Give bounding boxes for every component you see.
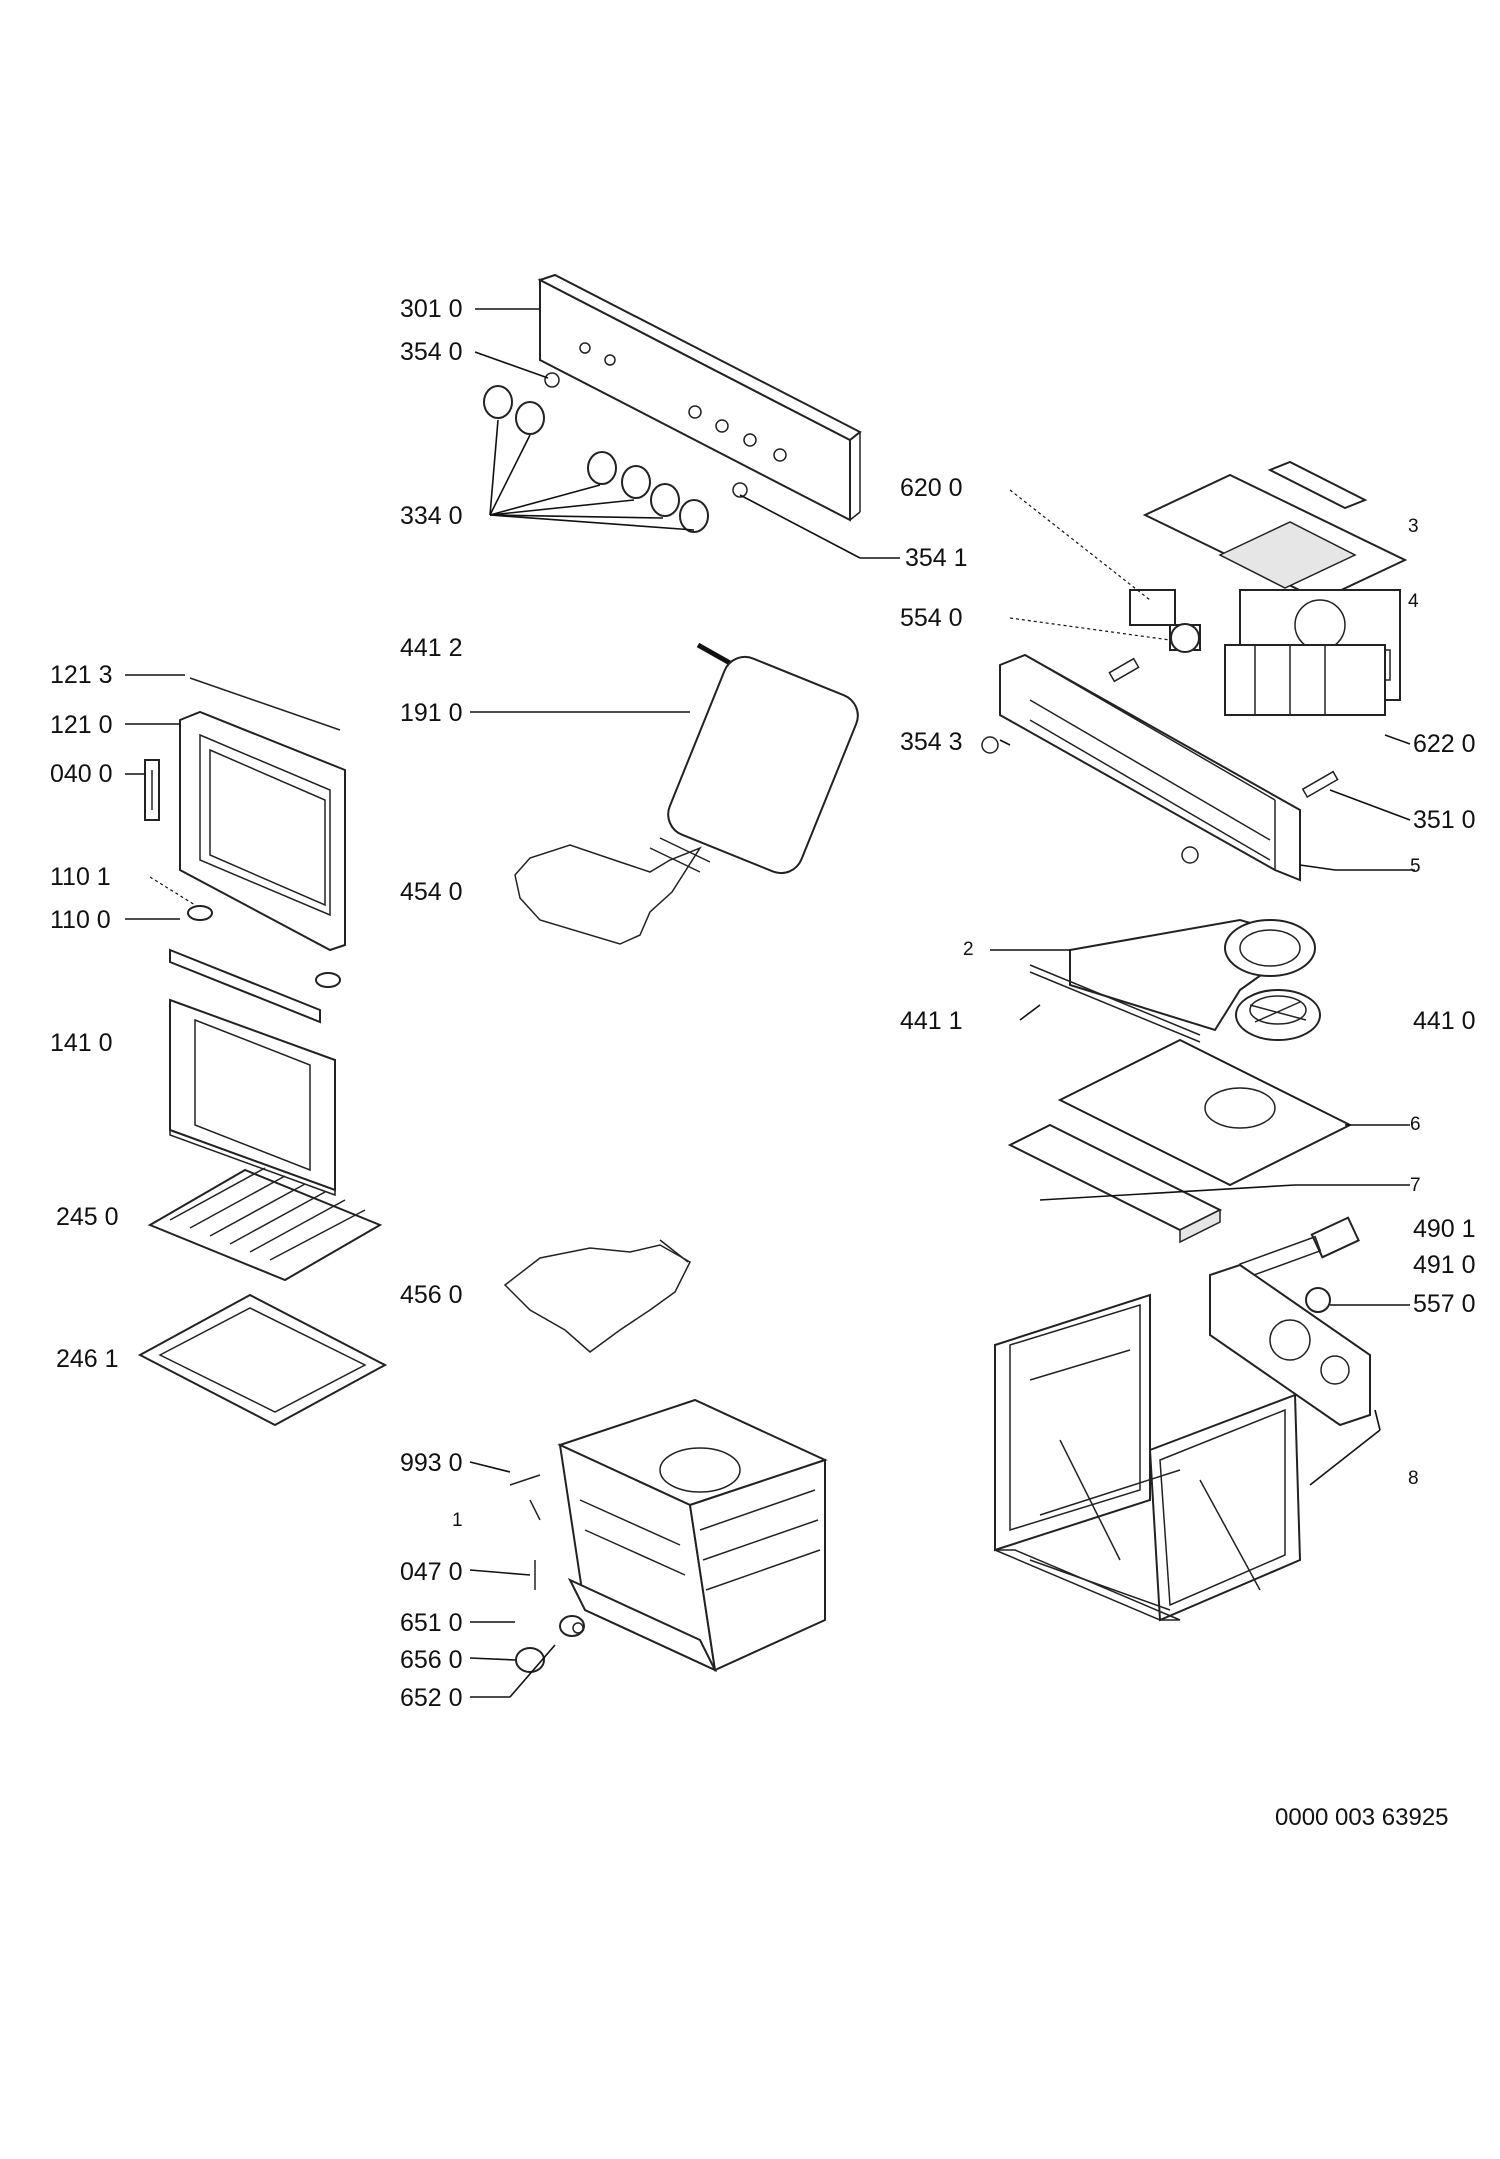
callout-652-0: 652 0: [400, 1684, 463, 1712]
callout-993-0: 993 0: [400, 1449, 463, 1477]
oven-lamp: [515, 1615, 585, 1673]
wire-shelf: [147, 1167, 383, 1282]
oven-cavity: [557, 1398, 828, 1673]
callout-040-0: 040 0: [50, 760, 113, 788]
callout-121-0: 121 0: [50, 711, 113, 739]
leader-lines: [125, 308, 1415, 1698]
callout-121-3: 121 3: [50, 661, 113, 689]
callout-6: 6: [1410, 1114, 1421, 1135]
drawing-number: 0000 003 63925: [1275, 1804, 1449, 1831]
callout-141-0: 141 0: [50, 1029, 113, 1057]
door-handle: [169, 905, 341, 1024]
callout-354-1: 354 1: [905, 544, 968, 572]
control-board: [1209, 1263, 1371, 1427]
callout-491-0: 491 0: [1413, 1251, 1476, 1279]
top-heating-element: [514, 837, 711, 945]
callout-110-0: 110 0: [50, 906, 111, 934]
callout-441-0: 441 0: [1413, 1007, 1476, 1035]
callout-246-1: 246 1: [56, 1345, 119, 1373]
callout-047-0: 047 0: [400, 1558, 463, 1586]
callout-191-0: 191 0: [400, 699, 463, 727]
fan-housing: [1029, 918, 1316, 1043]
callout-490-1: 490 1: [1413, 1215, 1476, 1243]
callout-622-0: 622 0: [1413, 730, 1476, 758]
callout-656-0: 656 0: [400, 1646, 463, 1674]
callout-245-0: 245 0: [56, 1203, 119, 1231]
callout-3: 3: [1408, 516, 1419, 537]
switch-components: [1108, 589, 1386, 798]
callout-441-2: 441 2: [400, 634, 463, 662]
callout-2: 2: [963, 939, 974, 960]
callout-334-0: 334 0: [400, 502, 463, 530]
fan-wheel: [1235, 989, 1321, 1041]
baffle-plate: [1007, 1038, 1353, 1244]
callout-554-0: 554 0: [900, 604, 963, 632]
callout-354-3: 354 3: [900, 728, 963, 756]
callout-8: 8: [1408, 1468, 1419, 1489]
door-gasket: [667, 655, 859, 875]
control-panel: [537, 273, 862, 522]
callout-354-0: 354 0: [400, 338, 463, 366]
callout-5: 5: [1410, 856, 1421, 877]
bottom-heating-element: [503, 1239, 691, 1353]
callout-351-0: 351 0: [1413, 806, 1476, 834]
baking-tray: [137, 1293, 388, 1427]
door-frame: [179, 677, 346, 952]
callout-456-0: 456 0: [400, 1281, 463, 1309]
outer-door-glass: [169, 998, 336, 1197]
callout-labels: 301 0 354 0 334 0 354 1 620 0 554 0 354 …: [50, 295, 1476, 1712]
callout-441-1: 441 1: [900, 1007, 963, 1035]
callout-454-0: 454 0: [400, 878, 463, 906]
callout-301-0: 301 0: [400, 295, 463, 323]
control-knobs: [483, 385, 709, 533]
rear-panel: [981, 653, 1301, 882]
callout-7: 7: [1410, 1175, 1421, 1196]
thermostat-sensor: [509, 1474, 541, 1590]
outer-casing: [994, 1293, 1302, 1622]
callout-1: 1: [452, 1510, 463, 1531]
callout-620-0: 620 0: [900, 474, 963, 502]
callout-4: 4: [1408, 591, 1419, 612]
door-hinge: [144, 759, 160, 821]
callout-557-0: 557 0: [1413, 1290, 1476, 1318]
callout-110-1: 110 1: [50, 863, 111, 891]
callout-651-0: 651 0: [400, 1609, 463, 1637]
